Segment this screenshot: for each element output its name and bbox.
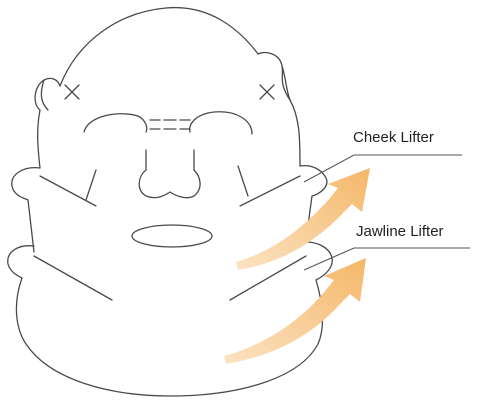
cheek-band-left-edge (40, 176, 96, 206)
cheek-lift-arrow-icon (236, 168, 370, 270)
jaw-band-left-edge (34, 256, 112, 300)
jawline-lift-arrow-icon (224, 258, 366, 364)
jawline-lifter-label: Jawline Lifter (356, 224, 444, 239)
right-cheek-fold (238, 166, 248, 196)
cheek-band-right-edge (240, 176, 300, 206)
head-outline (35, 8, 300, 168)
left-temple-x-icon (65, 85, 79, 99)
right-eye-opening (190, 112, 252, 134)
left-ear-tab (41, 80, 48, 110)
cheek-lifter-label: Cheek Lifter (353, 130, 434, 145)
cheek-leader-line (304, 155, 462, 182)
mouth-opening (132, 225, 212, 247)
cheek-lifter-band (12, 166, 327, 252)
left-cheek-fold (86, 170, 96, 200)
right-temple-x-icon (260, 85, 274, 99)
jawline-lifter-band (8, 242, 332, 396)
left-eye-opening (84, 114, 147, 132)
nose-outline (139, 150, 200, 198)
nose-bridge-marks (150, 120, 190, 129)
